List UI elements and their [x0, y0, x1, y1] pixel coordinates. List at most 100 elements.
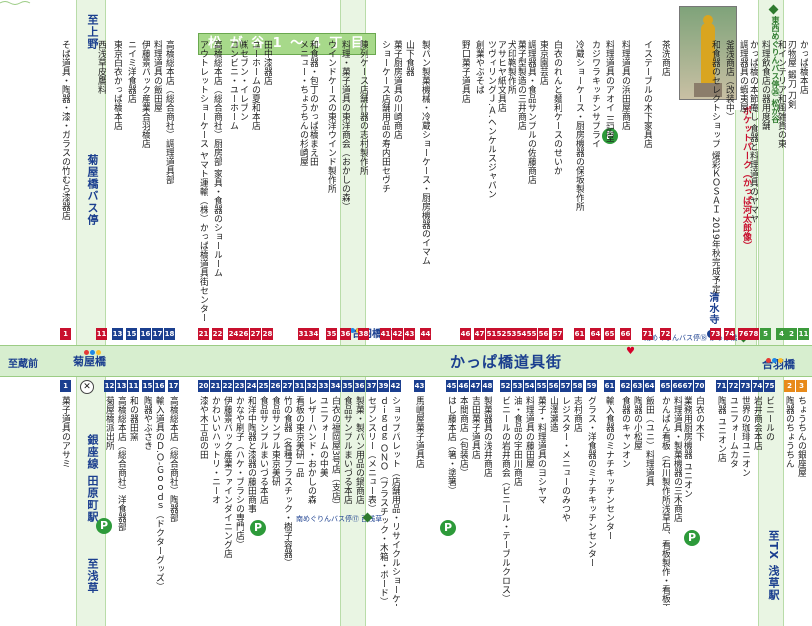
bottom-shop-number-badge: 23 — [234, 380, 245, 392]
top-shop-number-badge: 31 — [298, 328, 309, 340]
bottom-shop-name: 竹の食器（各種プラスチック・樹子容器） — [282, 396, 292, 567]
top-shop-name: イステーブルの木下家具店 — [642, 40, 652, 148]
bottom-shop-number-badge: 61 — [604, 380, 615, 392]
top-shop-name: 調理器具・食品サンプルの佐藤商店 — [526, 40, 536, 184]
bottom-shop-name: 食器のキャンオン — [620, 396, 630, 468]
top-shop-name: 高橋総本店（総合商社）調理道具部 — [164, 40, 174, 184]
label-kikuyabashi-busstop: 菊屋橋バス停 — [86, 154, 99, 226]
bottom-shop-number-badge: 17 — [168, 380, 179, 392]
bottom-shop-name: グラス・洋食器のミナチキッチンセンター — [586, 396, 596, 567]
bottom-shop-number-badge: 24 — [246, 380, 257, 392]
label-pocket-park: ポケットパーク（かっぱ河太郎像） — [741, 106, 751, 250]
top-shop-name: 野口菓子道具店 — [460, 40, 470, 103]
bottom-shop-name: 菓子・料理道具のヨシヤマ — [536, 396, 546, 504]
bottom-shop-name: かわいいハットリ・ニーオ — [210, 396, 220, 504]
bottom-shop-number-badge: 31 — [294, 380, 305, 392]
top-shop-number-badge: 13 — [112, 328, 123, 340]
bottom-shop-number-badge: 75 — [764, 380, 775, 392]
label-kuramae: 至蔵前 — [8, 359, 38, 370]
bottom-shop-name: レジスター・メニューのみつや — [560, 396, 570, 522]
main-street-title: かっぱ橋道具街 — [450, 353, 563, 371]
statue-body — [701, 23, 715, 85]
bottom-shop-name: 志村商店 — [572, 396, 582, 432]
street-kappabashi-north — [735, 110, 757, 346]
top-shop-number-badge: 17 — [152, 328, 163, 340]
top-shop-number-badge: 11 — [96, 328, 107, 340]
bottom-shop-number-badge: 22 — [222, 380, 233, 392]
bottom-shop-name: 吉田菓子道具店 — [470, 396, 480, 459]
top-shop-number-badge: 44 — [420, 328, 431, 340]
bottom-shop-number-badge: 52 — [500, 380, 511, 392]
top-shop-number-badge: 55 — [526, 328, 537, 340]
top-shop-name: 料理・菓子道具の東洋商会（おかしの森） — [340, 40, 350, 211]
bottom-shop-name: ちょうちんの銀座屋 — [796, 396, 806, 477]
bottom-shop-number-badge: 3 — [796, 380, 807, 392]
bus-dots-kappabashi — [766, 348, 784, 363]
top-shop-name: 菓子型製造の三井商店 — [516, 40, 526, 130]
bus-dots-kappabashi-minami — [344, 318, 362, 333]
top-shop-number-badge: 65 — [604, 328, 615, 340]
top-shop-number-badge: 66 — [620, 328, 631, 340]
top-shop-name: アウトレットショーケース ヤマト運輸（株）かっぱ橋道具街センター — [198, 40, 208, 322]
top-shop-number-badge: 4 — [776, 328, 787, 340]
bottom-shop-name: 陶器やぶさき — [142, 396, 152, 450]
bottom-shop-name: ビニールの岩井商会（ビニール・テーブルクロス） — [500, 396, 510, 603]
bottom-shop-name: 食品サンプルまいづる本店 — [342, 396, 352, 504]
bottom-shop-number-badge: 57 — [560, 380, 571, 392]
label-ginza-line: 銀座線 田原町駅 — [86, 434, 99, 523]
top-shop-name: 刃物屋 鍛刀 刀剣 — [786, 40, 796, 109]
top-shop-number-badge: 28 — [262, 328, 273, 340]
top-shop-name: 製パン製菓機械・冷蔵ショーケース・厨房機器のイマム — [420, 40, 430, 265]
bottom-shop-name: 料理道具・製菓機器の三木商店 — [672, 396, 682, 522]
top-shop-name: 和インテリア和風雑貨の東 — [776, 40, 786, 148]
bottom-shop-name: 白衣の福岡屋3号店（支店） — [330, 396, 340, 510]
bottom-shop-number-badge: 62 — [620, 380, 631, 392]
top-shop-number-badge: 22 — [212, 328, 223, 340]
bottom-shop-number-badge: 36 — [354, 380, 365, 392]
top-shop-number-badge: 18 — [164, 328, 175, 340]
top-shop-name: ショーケース店舗用品の寿内田セヴチ — [380, 40, 390, 193]
street-kappabashi-minami — [340, 0, 366, 626]
top-shop-number-badge: 51 — [486, 328, 497, 340]
bottom-shop-name: 業務用厨房機器 ユニオン — [682, 396, 692, 498]
bottom-shop-name: 世界の珈琲ユニオン — [740, 396, 750, 477]
bottom-shop-name: ｄｉｇｄｇ ＯＮＯ（プラスチック・木箱・ボード） — [378, 396, 388, 606]
top-shop-number-badge: 26 — [238, 328, 249, 340]
top-shop-name: 調理器具の蝦夷屋 — [738, 40, 748, 112]
top-shop-number-badge: 52 — [496, 328, 507, 340]
top-shop-name: ツヴィリングＪ.Ａ.ヘンケルスジャパン — [486, 40, 496, 199]
bottom-shop-name: 伊藤景パック産業ファインダイニング店 — [222, 396, 232, 558]
top-shop-name: 田中漆器店 — [262, 40, 272, 85]
bottom-shop-number-badge: 65 — [660, 380, 671, 392]
top-shop-number-badge: 47 — [474, 328, 485, 340]
top-shop-number-badge: 36 — [340, 328, 351, 340]
bottom-shop-name: 製菓・製パン用品の鍋商店 — [354, 396, 364, 504]
bottom-shop-number-badge: 58 — [572, 380, 583, 392]
bottom-shop-number-badge: 46 — [458, 380, 469, 392]
top-shop-number-badge: 43 — [404, 328, 415, 340]
bottom-shop-number-badge: 37 — [366, 380, 377, 392]
top-shop-name: そば道具・陶器・漆・ガラスの竹むら漆器店 — [60, 40, 70, 220]
bottom-shop-number-badge: 15 — [142, 380, 153, 392]
top-shop-number-badge: 35 — [326, 328, 337, 340]
bottom-shop-name: 山澤瀬造 — [548, 396, 558, 432]
bottom-shop-number-badge: 39 — [378, 380, 389, 392]
top-shop-name: 料理飲食店の器用度舗 — [760, 40, 770, 130]
bottom-shop-name: 菓子道具のアサミ — [60, 396, 70, 468]
bottom-shop-number-badge: 1 — [60, 380, 71, 392]
bottom-shop-name: 本間商店（包装店） — [458, 396, 468, 477]
top-shop-number-badge: 5 — [760, 328, 771, 340]
bottom-shop-number-badge: 2 — [784, 380, 795, 392]
bottom-shop-name: ユニフォームカタ — [728, 396, 738, 468]
top-wave-border — [0, 1, 31, 5]
bottom-shop-name: 製菓器具の浅井商店 — [482, 396, 492, 477]
label-asakusa-left: 至浅草 — [86, 558, 99, 594]
top-shop-number-badge: 1 — [60, 328, 71, 340]
bottom-shop-number-badge: 21 — [210, 380, 221, 392]
bottom-shop-name: 油・食品の宇田川商店 — [512, 396, 522, 486]
bottom-shop-number-badge: 63 — [632, 380, 643, 392]
bottom-shop-name: 輸入食器のミナチキッチンセンター — [604, 396, 614, 540]
bottom-shop-name: 和洋中陶器と漆器の藤田商事 — [246, 396, 256, 513]
bottom-shop-number-badge: 70 — [694, 380, 705, 392]
